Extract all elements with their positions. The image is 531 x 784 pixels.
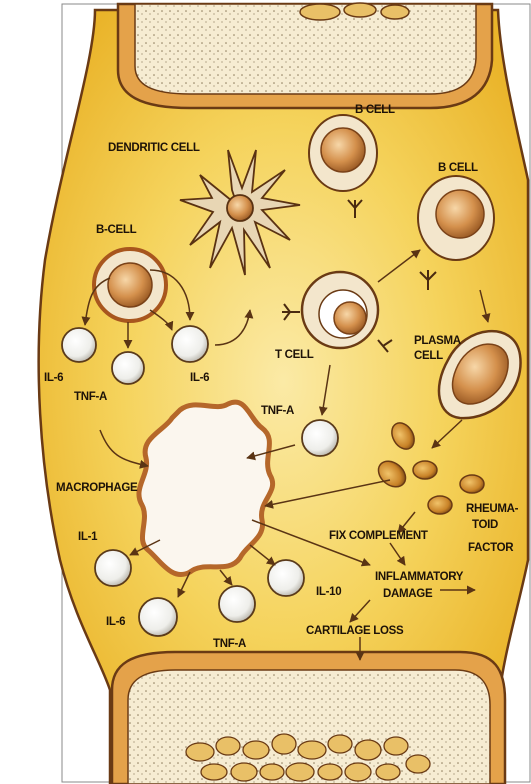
tnfa-cell-bottom <box>219 586 255 622</box>
upper-bone <box>118 3 492 108</box>
label-il6-mid: IL-6 <box>190 372 209 384</box>
label-rheumatoid-factor: FACTOR <box>468 542 514 554</box>
label-plasma-cell: CELL <box>414 350 443 362</box>
label-b-cell-top: B CELL <box>355 104 395 116</box>
label-tnfa-left: TNF-A <box>74 391 107 403</box>
label-inflammatory-damage: DAMAGE <box>383 588 433 600</box>
label-il1: IL-1 <box>78 531 98 543</box>
lower-bone <box>112 652 505 784</box>
label-cartilage-loss: CARTILAGE LOSS <box>306 625 404 637</box>
il6-cell-left <box>62 328 96 362</box>
label-rheumatoid: RHEUMA- <box>466 503 519 515</box>
il6-cell-mid <box>172 326 208 362</box>
label-b-cell-right: B CELL <box>438 162 478 174</box>
label-inflammatory: INFLAMMATORY <box>375 571 464 583</box>
label-plasma: PLASMA <box>414 335 461 347</box>
il6-cell-bottom <box>139 598 177 636</box>
label-rheumatoid-toid: TOID <box>472 519 498 531</box>
label-macrophage: MACROPHAGE <box>56 482 138 494</box>
label-t-cell: T CELL <box>275 349 314 361</box>
label-il10: IL-10 <box>316 586 341 598</box>
il1-cell <box>95 550 131 586</box>
tnfa-cell-mid <box>302 420 338 456</box>
il10-cell <box>268 560 304 596</box>
label-il6-bottom: IL-6 <box>106 616 125 628</box>
label-fix-complement: FIX COMPLEMENT <box>329 530 428 542</box>
label-tnfa-bottom: TNF-A <box>213 638 246 650</box>
tnfa-cell-left <box>112 352 144 384</box>
label-b-cell-left: B-CELL <box>96 224 137 236</box>
label-dendritic-cell: DENDRITIC CELL <box>108 142 200 154</box>
label-il6-left: IL-6 <box>44 372 63 384</box>
label-tnfa-mid: TNF-A <box>261 405 294 417</box>
b-cell-left <box>94 249 166 321</box>
